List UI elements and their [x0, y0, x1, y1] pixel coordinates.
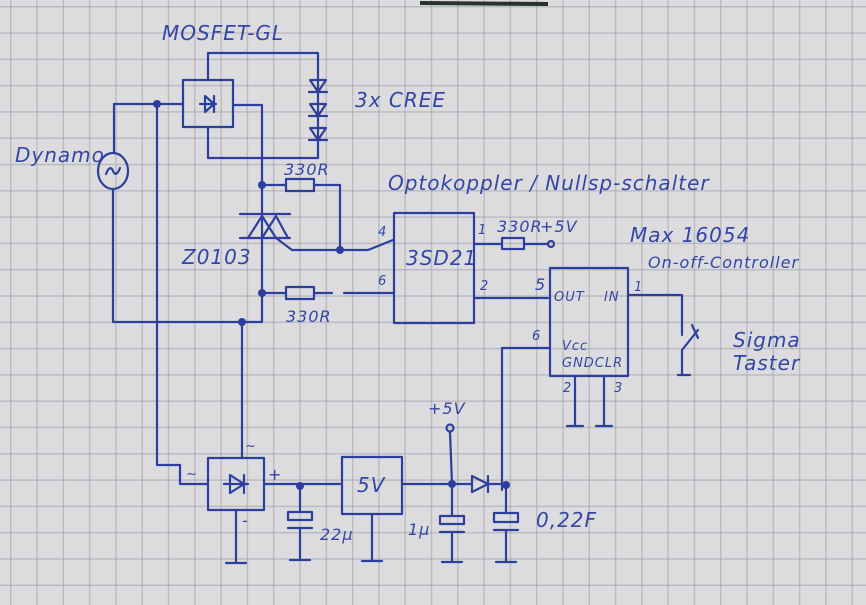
opto-pin-2: 2	[480, 279, 489, 294]
max-subtitle: On-off-Controller	[648, 253, 800, 272]
cap-1u-label: 1µ	[408, 520, 430, 539]
max-pin-3: 3	[614, 381, 623, 396]
rectifier-plus: +	[268, 465, 282, 484]
optocoupler-part: 3SD21	[406, 246, 477, 270]
bridge-rectifier	[178, 456, 342, 565]
rectifier-ac-left: ~	[186, 467, 198, 482]
max-gndclr-label: GNDCLR	[562, 356, 623, 371]
max16054	[500, 266, 684, 492]
wire-opto-pin4	[338, 238, 395, 252]
opto-resistor-label: 330R	[497, 217, 543, 236]
rectifier-ac-top: ~	[245, 439, 257, 454]
triac-label: Z0103	[181, 245, 252, 269]
switch-label-line1: Sigma	[733, 328, 801, 352]
resistor-330r-bottom	[260, 285, 395, 301]
opto-pin-6: 6	[378, 274, 387, 289]
diode	[450, 474, 508, 494]
max-pin-1: 1	[634, 280, 643, 295]
triac-z0103	[238, 183, 342, 297]
max-pin-2: 2	[563, 381, 572, 396]
resistor-330r-top	[260, 177, 342, 252]
mosfet-gl	[155, 51, 320, 187]
switch-label-line2: Taster	[733, 351, 801, 375]
regulator-label: 5V	[357, 473, 386, 497]
dynamo-label: Dynamo	[15, 143, 105, 167]
cap-22u-label: 22µ	[320, 525, 354, 544]
regulator-5v	[340, 455, 452, 563]
max-vcc-label: Vcc	[562, 339, 588, 354]
max-title: Max 16054	[630, 223, 750, 247]
max-pin-5: 5	[535, 275, 546, 294]
capacitor-0-22f	[492, 483, 520, 564]
cap-0-22f-label: 0,22F	[536, 508, 597, 532]
optocoupler-3sd21	[392, 211, 556, 325]
wire-triac-bottom	[240, 291, 264, 324]
resistor-top-label: 330R	[284, 160, 330, 179]
wire-ac1	[155, 102, 182, 467]
max-pin-6: 6	[532, 329, 541, 344]
cree-led-string	[307, 76, 329, 160]
rectifier-minus: -	[242, 511, 249, 530]
push-button-switch	[676, 318, 700, 377]
opto-pin-1: 1	[478, 223, 487, 238]
optocoupler-title: Optokoppler / Nullsp-schalter	[388, 171, 710, 195]
resistor-bottom-label: 330R	[286, 307, 332, 326]
max-in-label: IN	[604, 290, 620, 305]
top-edge-mark	[419, 1, 549, 6]
max-out-label: OUT	[554, 290, 585, 305]
capacitor-1u	[438, 482, 466, 564]
led-label: 3x CREE	[355, 88, 446, 112]
supply-5v-label: +5V	[428, 399, 466, 418]
mosfet-label: MOSFET-GL	[162, 21, 284, 45]
opto-supply-label: +5V	[540, 217, 578, 236]
capacitor-22u	[286, 484, 314, 562]
opto-pin-4: 4	[378, 225, 387, 240]
dynamo	[96, 102, 244, 324]
supply-5v-terminal	[445, 423, 455, 486]
